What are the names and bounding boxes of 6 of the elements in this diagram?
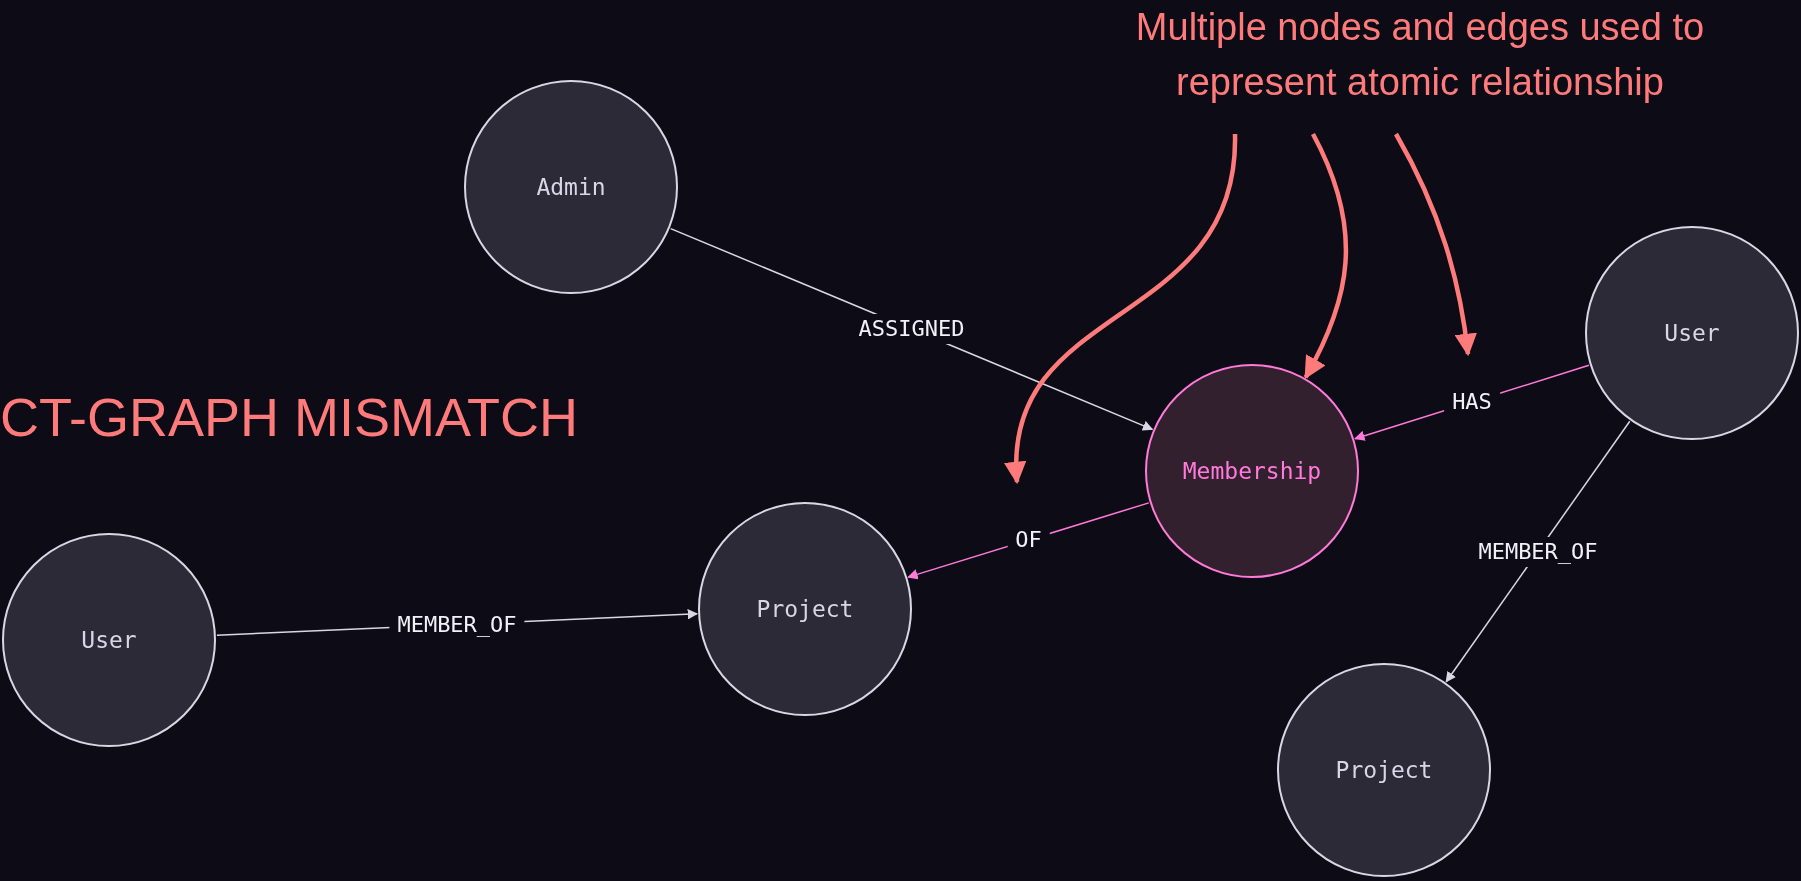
- arrow: [1394, 132, 1477, 357]
- arrow: [1006, 133, 1238, 485]
- section-title: CT-GRAPH MISMATCH: [0, 390, 578, 444]
- arrow: [1445, 420, 1631, 683]
- arrow: [1303, 133, 1349, 380]
- annotation-text: Multiple nodes and edges used to represent atomic relationship: [1090, 0, 1750, 111]
